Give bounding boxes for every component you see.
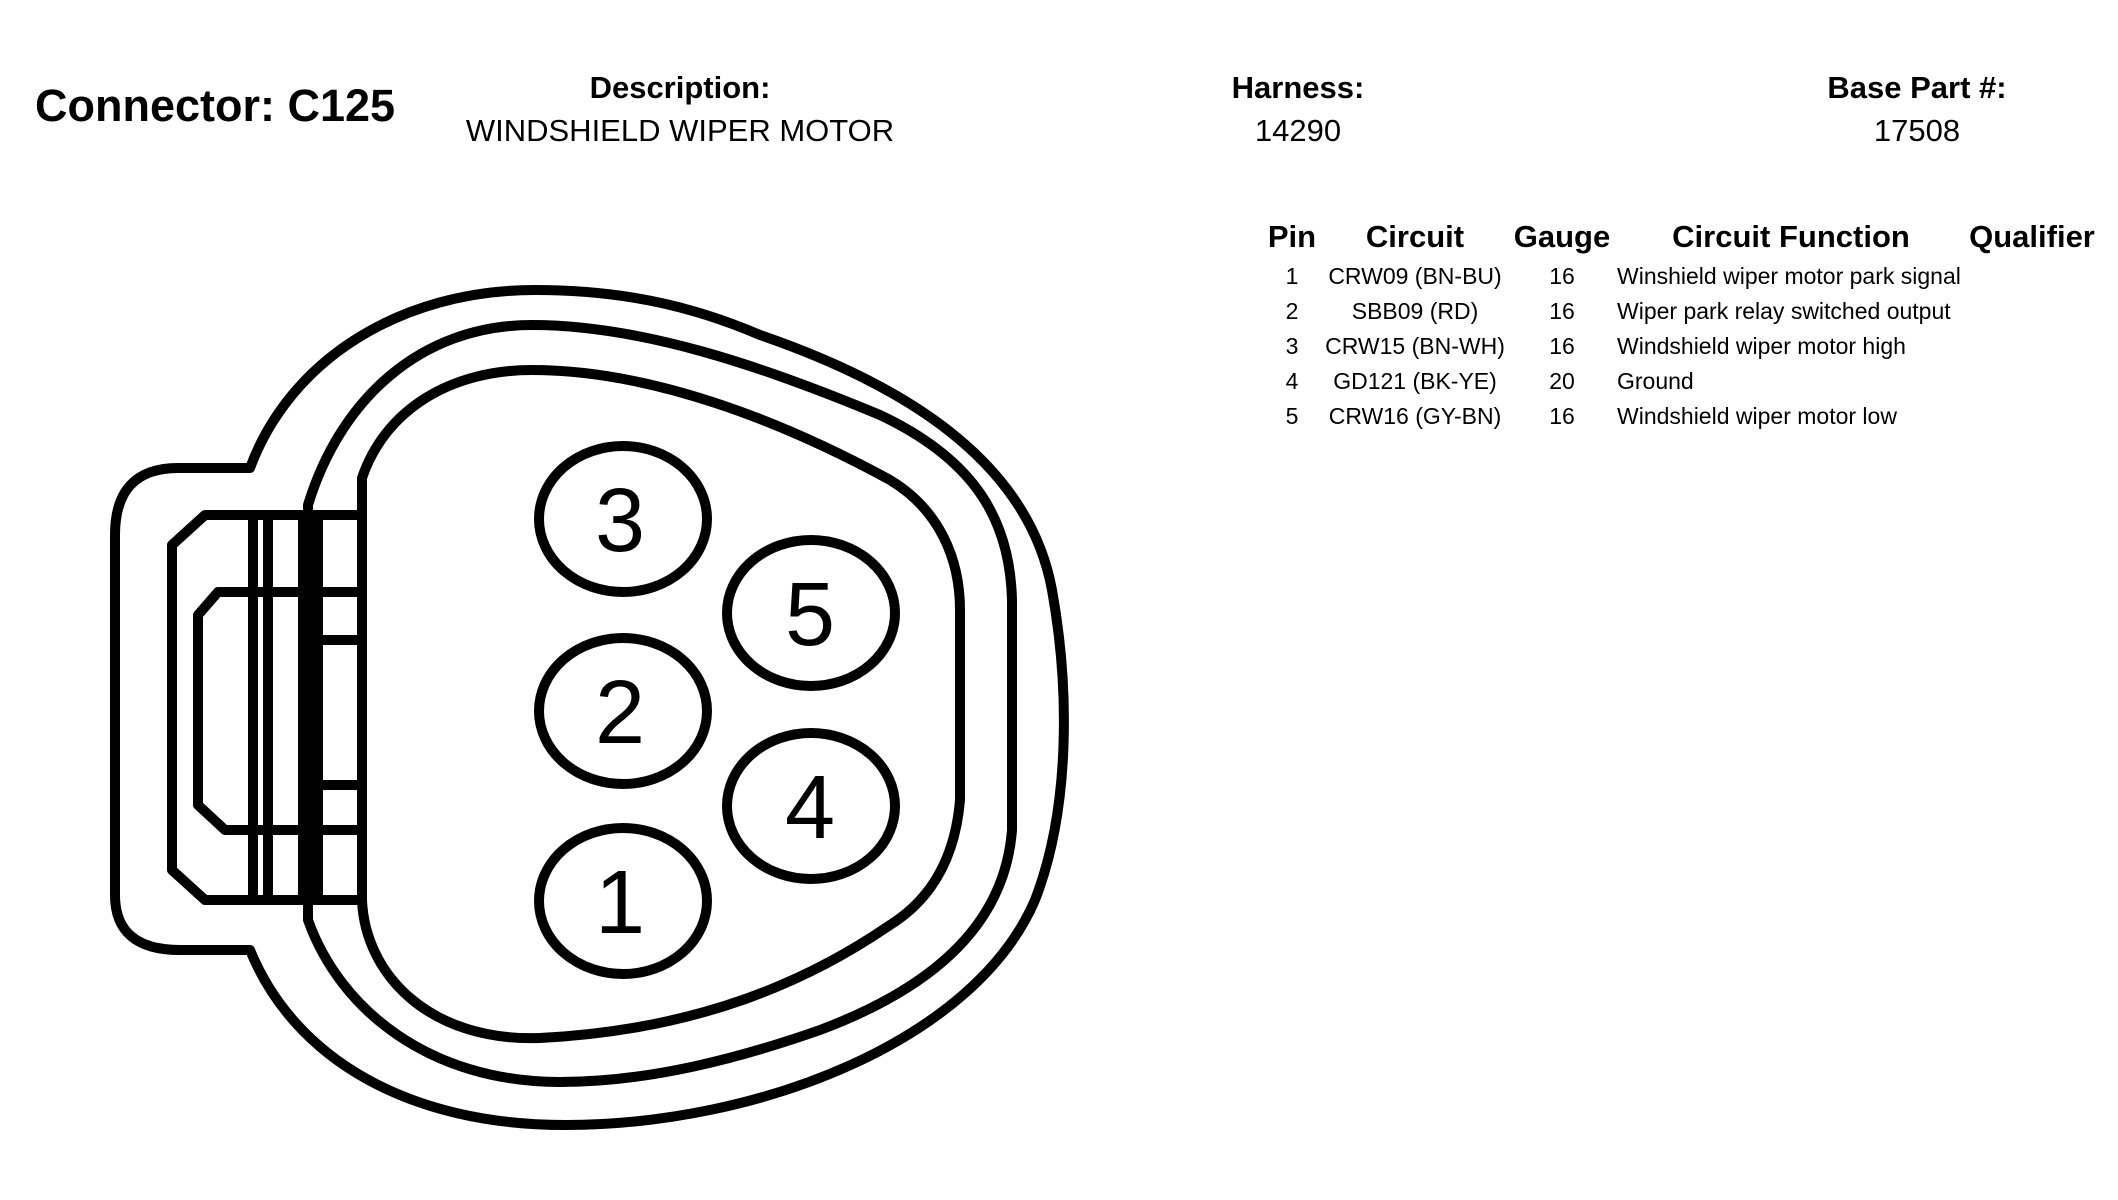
row-pin: 1 (1285, 263, 1299, 289)
row-gauge: 20 (1549, 368, 1575, 394)
row-circuit: CRW15 (BN-WH) (1325, 333, 1505, 359)
row-gauge: 16 (1549, 333, 1575, 359)
harness-label: Harness: (1231, 70, 1365, 105)
description-value: WINDSHIELD WIPER MOTOR (465, 113, 895, 148)
table-row: 5 CRW16 (GY-BN) 16 Windshield wiper moto… (0, 403, 2118, 435)
row-function: Ground (1617, 368, 1694, 394)
table-row: 2 SBB09 (RD) 16 Wiper park relay switche… (0, 298, 2118, 330)
row-gauge: 16 (1549, 403, 1575, 429)
row-pin: 3 (1285, 333, 1299, 359)
row-circuit: GD121 (BK-YE) (1333, 368, 1497, 394)
column-header-circuit: Circuit (1365, 219, 1465, 254)
base-part-label: Base Part #: (1827, 70, 2007, 105)
pin-cavity-4 (722, 728, 900, 884)
row-function: Windshield wiper motor high (1617, 333, 1906, 359)
column-header-pin: Pin (1267, 219, 1317, 254)
row-gauge: 16 (1549, 298, 1575, 324)
row-pin: 4 (1285, 368, 1299, 394)
row-circuit: SBB09 (RD) (1351, 298, 1479, 324)
pin-cavity-5 (722, 535, 900, 691)
pin-number-2: 2 (595, 663, 645, 763)
connector-title: Connector: C125 (35, 80, 396, 131)
row-function: Wiper park relay switched output (1617, 298, 1951, 324)
row-circuit: CRW09 (BN-BU) (1328, 263, 1502, 289)
pin-cavity-3 (534, 441, 712, 597)
column-header-qualifier: Qualifier (1969, 219, 2095, 254)
connector-shell-middle (303, 320, 1017, 1087)
connector-face-inner (357, 365, 965, 1044)
connector-housing-outer (110, 285, 1069, 1130)
pin-cavity-2 (534, 633, 712, 789)
connector-latch-inner (193, 587, 367, 835)
row-circuit: CRW16 (GY-BN) (1328, 403, 1502, 429)
column-header-circuit-function: Circuit Function (1672, 219, 1910, 254)
row-pin: 5 (1285, 403, 1299, 429)
base-part-value: 17508 (1873, 113, 1961, 148)
row-pin: 2 (1285, 298, 1299, 324)
table-row: 3 CRW15 (BN-WH) 16 Windshield wiper moto… (0, 333, 2118, 365)
row-gauge: 16 (1549, 263, 1575, 289)
pin-number-3: 3 (595, 471, 645, 571)
pin-cavity-1 (534, 823, 712, 979)
pin-number-5: 5 (785, 565, 835, 665)
table-row: 1 CRW09 (BN-BU) 16 Winshield wiper motor… (0, 263, 2118, 295)
row-function: Winshield wiper motor park signal (1617, 263, 1961, 289)
harness-value: 14290 (1254, 113, 1342, 148)
description-label: Description: (589, 70, 771, 105)
pin-number-1: 1 (595, 853, 645, 953)
table-row: 4 GD121 (BK-YE) 20 Ground (0, 368, 2118, 400)
pin-number-4: 4 (785, 758, 835, 858)
connector-latch-outer (167, 510, 367, 905)
column-header-gauge: Gauge (1513, 219, 1611, 254)
row-function: Windshield wiper motor low (1617, 403, 1897, 429)
